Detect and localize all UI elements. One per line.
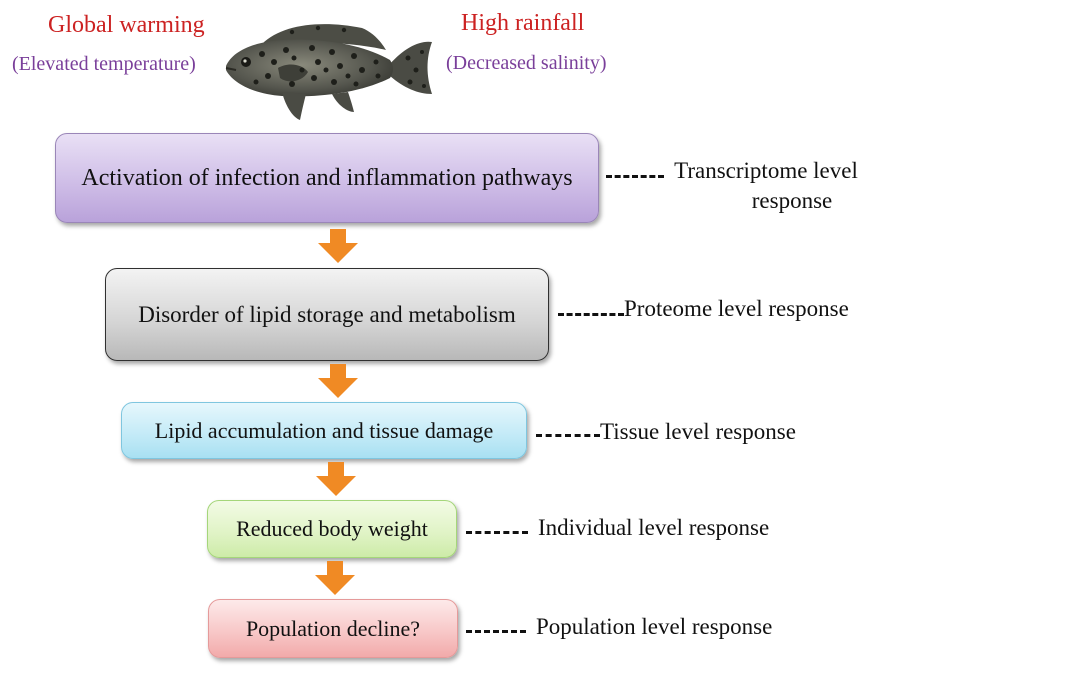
- step-box-tissue: Lipid accumulation and tissue damage: [121, 402, 527, 459]
- dashed-connector: [536, 434, 600, 437]
- level-label-individual: Individual level response: [538, 515, 770, 540]
- step-label: Activation of infection and inflammation…: [81, 164, 573, 191]
- down-arrow-icon: [316, 462, 356, 496]
- step-box-transcriptome: Activation of infection and inflammation…: [55, 133, 599, 223]
- level-label-population: Population level response: [536, 614, 773, 639]
- step-label: Lipid accumulation and tissue damage: [154, 417, 494, 443]
- high-rainfall-title: High rainfall: [461, 10, 585, 36]
- dashed-connector: [466, 531, 528, 534]
- level-label-line: Transcriptome level: [674, 158, 858, 183]
- step-box-individual: Reduced body weight: [207, 500, 457, 558]
- down-arrow-icon: [315, 561, 355, 595]
- dashed-connector: [466, 630, 526, 633]
- step-label: Disorder of lipid storage and metabolism: [138, 301, 516, 327]
- decreased-salinity-subtitle: (Decreased salinity): [446, 52, 607, 74]
- grouper-fish-icon: [225, 24, 432, 120]
- level-label-tissue: Tissue level response: [600, 419, 796, 444]
- elevated-temperature-subtitle: (Elevated temperature): [12, 53, 196, 75]
- level-label-proteome: Proteome level response: [624, 296, 849, 321]
- step-label: Reduced body weight: [236, 516, 428, 541]
- global-warming-title: Global warming: [48, 12, 205, 38]
- down-arrow-icon: [318, 229, 358, 263]
- step-label: Population decline?: [245, 615, 421, 641]
- dashed-connector: [558, 313, 624, 316]
- step-box-population: Population decline?: [208, 599, 458, 658]
- level-label-transcriptome: Transcriptome level response: [666, 156, 866, 216]
- step-box-proteome: Disorder of lipid storage and metabolism: [105, 268, 549, 361]
- down-arrow-icon: [318, 364, 358, 398]
- level-label-line: response: [751, 188, 833, 213]
- dashed-connector: [606, 175, 664, 178]
